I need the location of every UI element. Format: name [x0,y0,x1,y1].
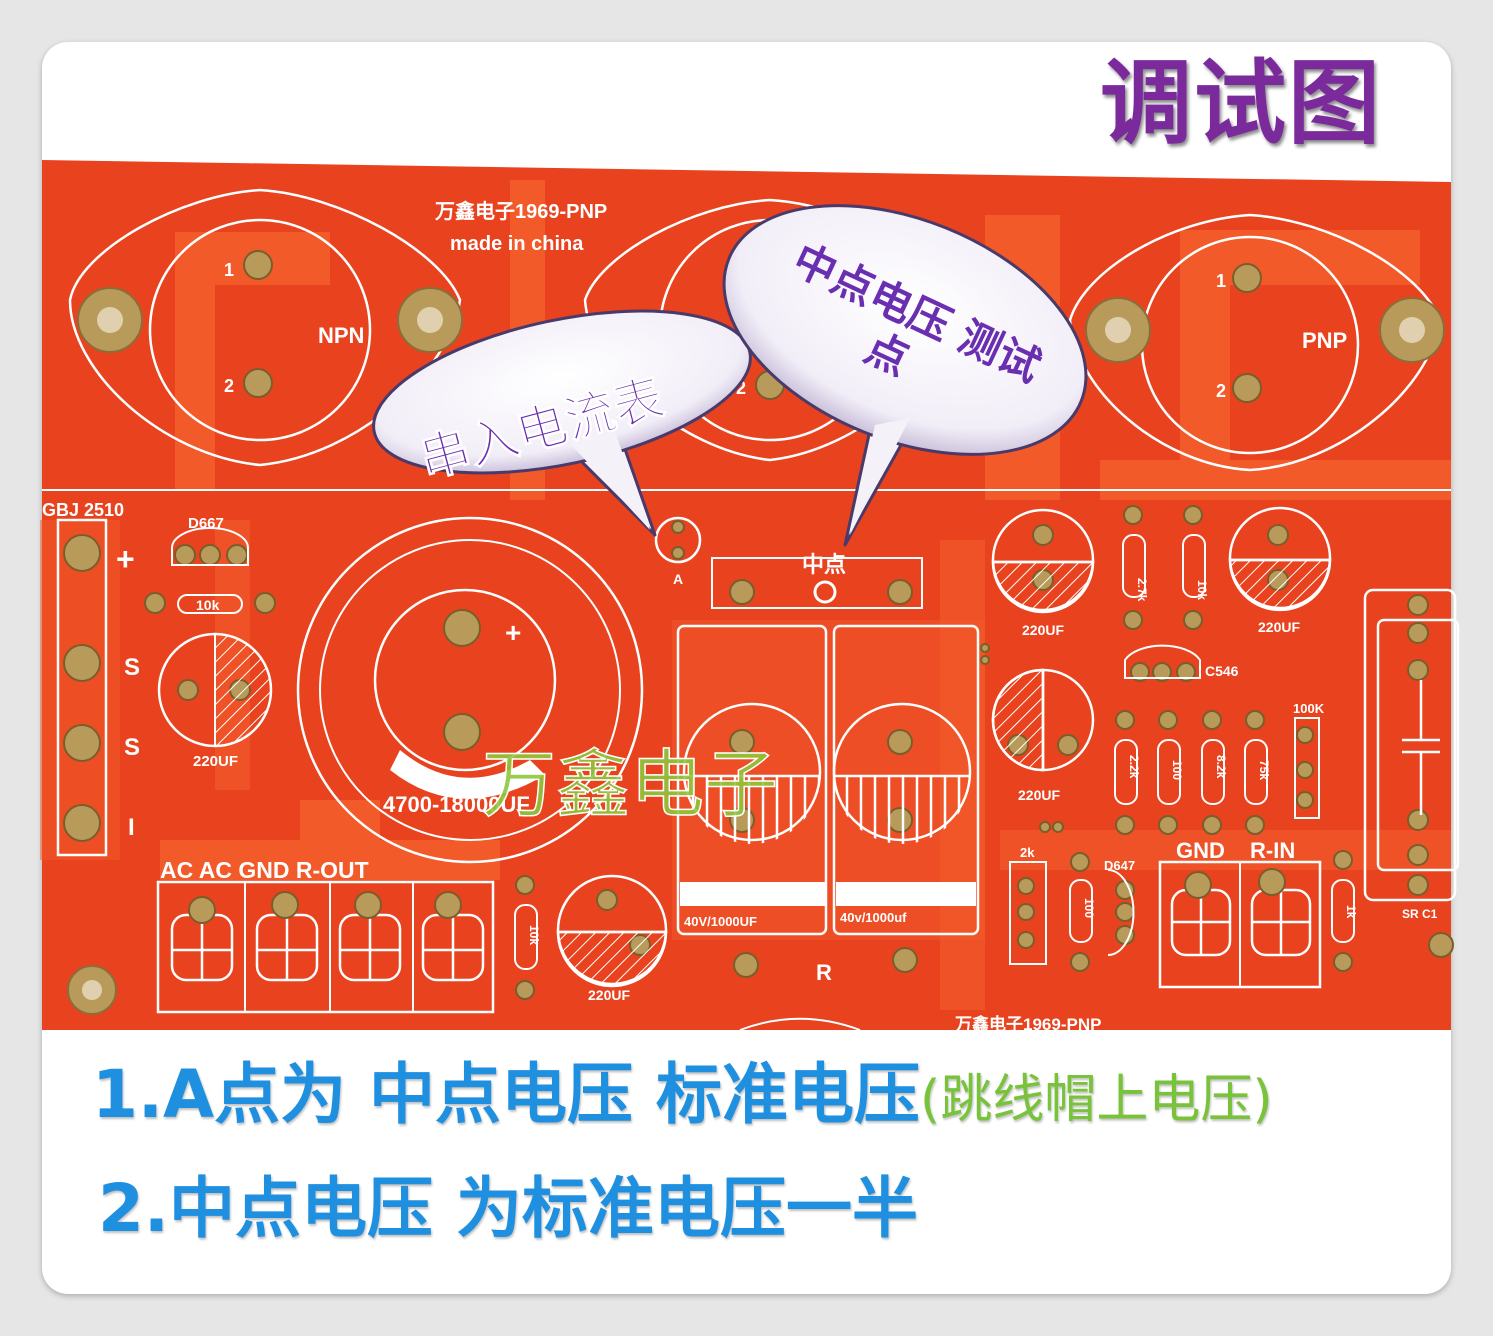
cap-left-label: 220UF [193,753,238,770]
minus-label: I [128,814,135,841]
mid-pin2-label: 2 [736,378,746,398]
d667-label: D667 [188,515,224,532]
r-label: R [816,960,832,985]
point-a-label: A [673,571,683,587]
r-100-lower-label: 100 [1082,898,1096,918]
gnd-label: GND [1176,838,1225,863]
big-cap-plus: + [505,617,521,648]
r-2-7k-label: 2.7k [1135,578,1149,602]
mounting-holes [67,287,1445,1015]
page-title: 调试图 [1100,50,1383,157]
cap-right1-label: 220UF [1022,622,1064,638]
big-cap-label: 4700-18000UF [383,792,530,817]
pnp-label: PNP [1302,328,1347,353]
point-a-test-pad [654,516,702,564]
callout-midpoint-test: 中点电压 测试 点 [722,204,1088,547]
next-board-outline [739,1017,861,1031]
r-75k-label: 75k [1257,760,1271,780]
brand-top-label: 万鑫电子1969-PNP [434,199,607,223]
right-caps [556,506,1332,988]
terminal-labels: AC AC GND R-OUT [160,857,369,883]
r2k-label: 2k [1020,845,1035,860]
note-line-2: 2.中点电压 为标准电压一半 [98,1170,918,1247]
made-in-label: made in china [450,233,584,255]
big-capacitor [296,516,644,864]
note-line-1: 1.A点为 中点电压 标准电压(跳线帽上电压) [92,1062,1273,1128]
silkscreen-labels: 万鑫电子1969-PNP made in china NPN PNP 1 2 2… [42,199,1438,1034]
watermark-text: 万鑫电子 [482,742,778,828]
r10k-label: 10k [196,597,220,613]
cap-220uf-left [157,632,273,748]
plus-label: + [116,541,135,577]
pnp-pin1-label: 1 [1216,271,1226,291]
note-line-1-paren: (跳线帽上电压) [920,1070,1273,1130]
c546-label: C546 [1205,663,1239,679]
callout-ammeter: 串入电流表 [372,309,752,537]
cap-right3-label: 220UF [1018,787,1060,803]
npn-pin1-label: 1 [224,260,234,280]
terminal-block-right [1158,860,1322,989]
r-8-2k-label: 8.2k [1214,755,1228,779]
cap-1000uf-a-label: 40V/1000UF [684,914,757,929]
r-100-label: 100 [1170,760,1184,780]
npn-pin2-label: 2 [224,376,234,396]
midpoint-jumper-outline [711,557,923,609]
note-line-1-main: 1.A点为 中点电压 标准电压 [92,1056,921,1133]
midpoint-label: 中点 [802,552,846,577]
cap-1000uf-b-label: 40v/1000uf [840,910,907,925]
r-10k-vertical-label: 10k [1195,580,1209,600]
rin-label: R-IN [1250,838,1295,863]
sr-label: SR C1 [1402,907,1438,921]
r100k-label: 100K [1293,701,1325,716]
cap-bottom-label: 220UF [588,987,630,1003]
r-1k-label: 1k [1344,905,1358,919]
twin-1000uf-caps [676,624,980,936]
resistors [514,534,1355,970]
cap-right2-label: 220UF [1258,619,1300,635]
r-10k-lower-label: 10k [527,925,541,945]
midpoint-test-pad [813,580,837,604]
r-2-2k-label: 2.2k [1127,755,1141,779]
r10k-outline [177,594,243,614]
ac1-label: S [124,654,140,681]
rectifier-label: GBJ 2510 [42,500,124,520]
ac2-label: S [124,734,140,761]
pnp-pin2-label: 2 [1216,381,1226,401]
d667-outline [171,527,249,566]
npn-label: NPN [318,323,364,348]
d647-label: D647 [1104,858,1135,873]
terminal-block-left [156,880,495,1014]
brand-bottom-label: 万鑫电子1969-PNP [954,1014,1101,1034]
right-edge-component [1363,588,1460,902]
rectifier-outline [56,518,108,857]
